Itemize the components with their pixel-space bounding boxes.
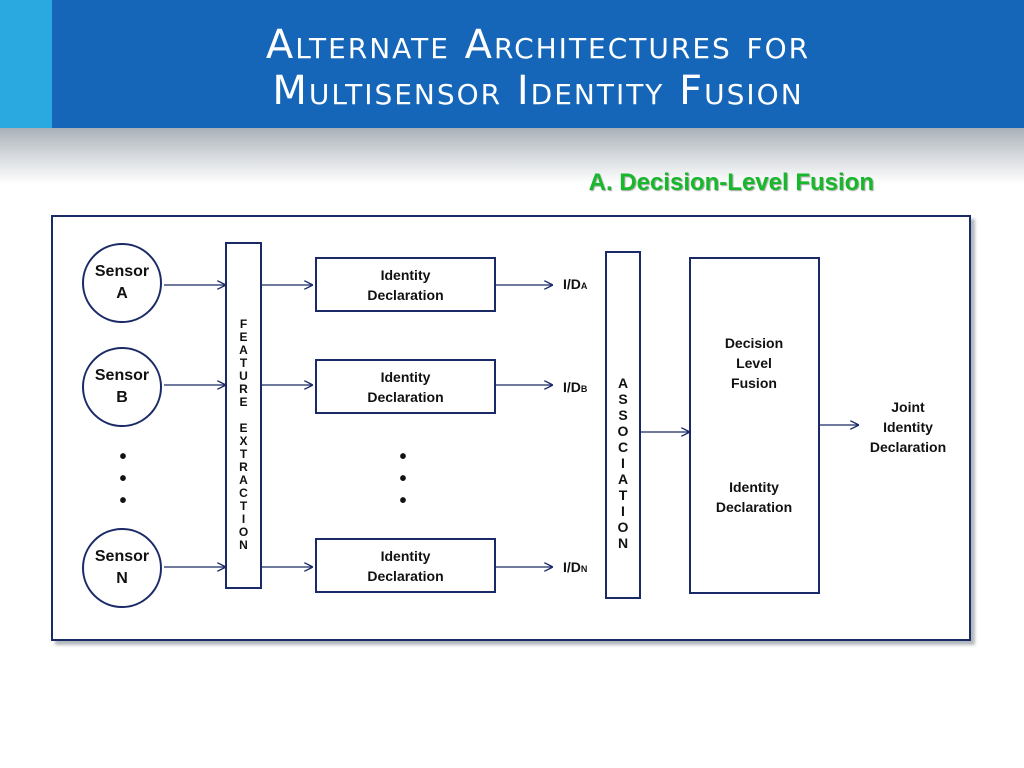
- fusion-identity-declaration-label: Identity Declaration: [715, 479, 793, 515]
- decision-level-fusion-label: Decision Level Fusion: [724, 335, 784, 391]
- feature-extraction-block: FEATURE EXTRACTION: [225, 242, 262, 589]
- id-label-a-subscript: A: [580, 281, 588, 291]
- identity-declaration-box-2: Identity Declaration: [315, 359, 496, 414]
- sensor-a: Sensor A: [82, 243, 162, 323]
- slide-title: Alternate Architectures for Multisensor …: [52, 22, 1024, 114]
- id-label-b-subscript: B: [580, 384, 588, 394]
- feature-extraction-label: FEATURE EXTRACTION: [236, 316, 251, 551]
- sensor-n: Sensor N: [82, 528, 162, 608]
- identity-declaration-box-3: Identity Declaration: [315, 538, 496, 593]
- sensor-b: Sensor B: [82, 347, 162, 427]
- id-label-a: I/DA: [563, 276, 588, 292]
- slide-header: [0, 0, 1024, 128]
- header-accent-bar: [0, 0, 52, 128]
- title-line-2: Multisensor Identity Fusion: [272, 68, 804, 114]
- identity-declaration-box-1: Identity Declaration: [315, 257, 496, 312]
- id-label-n: I/DN: [563, 559, 588, 575]
- association-label: ASSOCIATION: [615, 375, 631, 551]
- association-block: ASSOCIATION: [605, 251, 641, 599]
- section-subtitle: A. Decision-Level Fusion: [588, 169, 874, 196]
- id-label-b: I/DB: [563, 379, 588, 395]
- id-label-n-subscript: N: [580, 564, 588, 574]
- title-line-1: Alternate Architectures for: [265, 22, 811, 68]
- decision-level-fusion-box: [689, 257, 820, 594]
- joint-identity-declaration-output: Joint Identity Declaration: [869, 399, 947, 455]
- declaration-ellipsis: • • •: [399, 446, 407, 512]
- header-shadow-band: [0, 128, 1024, 184]
- sensor-ellipsis: • • •: [119, 446, 127, 512]
